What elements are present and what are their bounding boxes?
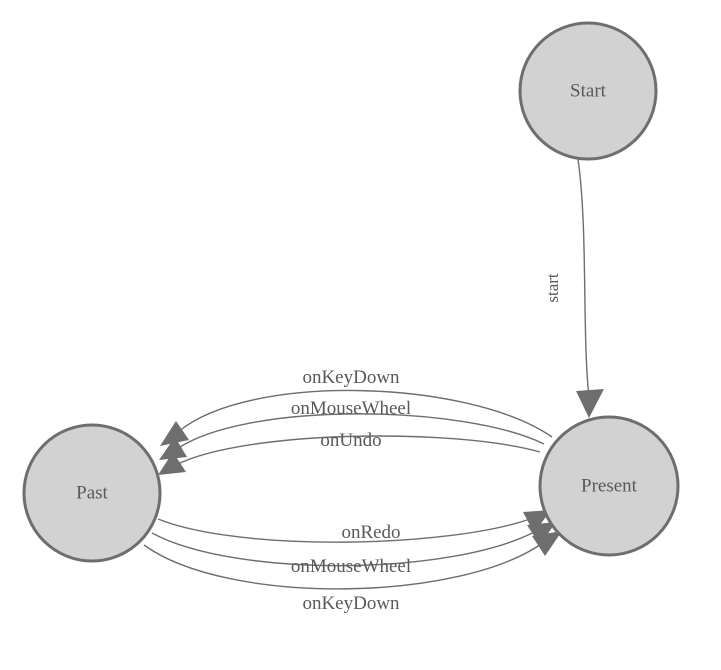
node-present-label: Present xyxy=(581,475,638,496)
node-present[interactable]: Present xyxy=(538,415,680,557)
edge-present-past-mousewheel[interactable]: onMouseWheel xyxy=(159,398,545,460)
node-past-label: Past xyxy=(76,482,108,503)
edge-present-past-keydown-path xyxy=(177,389,553,438)
edge-past-present-redo[interactable]: onRedo xyxy=(157,510,551,543)
edge-start-path xyxy=(577,158,590,399)
edge-present-past-mousewheel-label: onMouseWheel xyxy=(291,398,411,419)
edge-past-present-redo-path xyxy=(157,517,534,543)
node-past-shape xyxy=(22,423,162,563)
node-start[interactable]: Start xyxy=(518,21,658,161)
node-start-shape xyxy=(518,21,658,161)
edge-past-present-keydown-arrowhead xyxy=(532,531,562,556)
node-start-label: Start xyxy=(570,80,607,101)
edge-present-past-mousewheel-path xyxy=(176,413,545,450)
edge-past-present-redo-label: onRedo xyxy=(341,522,400,543)
edge-present-past-keydown[interactable]: onKeyDown xyxy=(160,367,553,446)
edge-past-present-keydown-path xyxy=(143,541,545,590)
edge-past-present-mousewheel-arrowhead xyxy=(527,522,556,545)
edge-past-present-keydown-label: onKeyDown xyxy=(302,593,400,614)
edge-past-present-mousewheel-path xyxy=(151,529,539,567)
edge-present-past-keydown-arrowhead xyxy=(160,421,189,446)
edge-past-present-mousewheel[interactable]: onMouseWheel xyxy=(151,522,556,577)
node-past[interactable]: Past xyxy=(22,423,162,563)
node-present-shape xyxy=(538,415,680,557)
edge-start-arrowhead xyxy=(576,389,604,418)
edge-present-past-keydown-label: onKeyDown xyxy=(302,367,400,388)
edge-start[interactable]: start xyxy=(543,158,604,418)
edge-past-present-redo-arrowhead xyxy=(523,510,551,533)
edge-present-past-undo-label: onUndo xyxy=(320,430,381,451)
edge-present-past-undo-arrowhead xyxy=(158,452,186,475)
edge-start-label: start xyxy=(543,273,562,303)
edge-past-present-mousewheel-label: onMouseWheel xyxy=(291,556,411,577)
edge-present-past-undo-path xyxy=(175,435,541,466)
edge-present-past-mousewheel-arrowhead xyxy=(159,437,187,460)
edge-past-present-keydown[interactable]: onKeyDown xyxy=(143,531,562,614)
edge-present-past-undo[interactable]: onUndo xyxy=(158,430,541,475)
